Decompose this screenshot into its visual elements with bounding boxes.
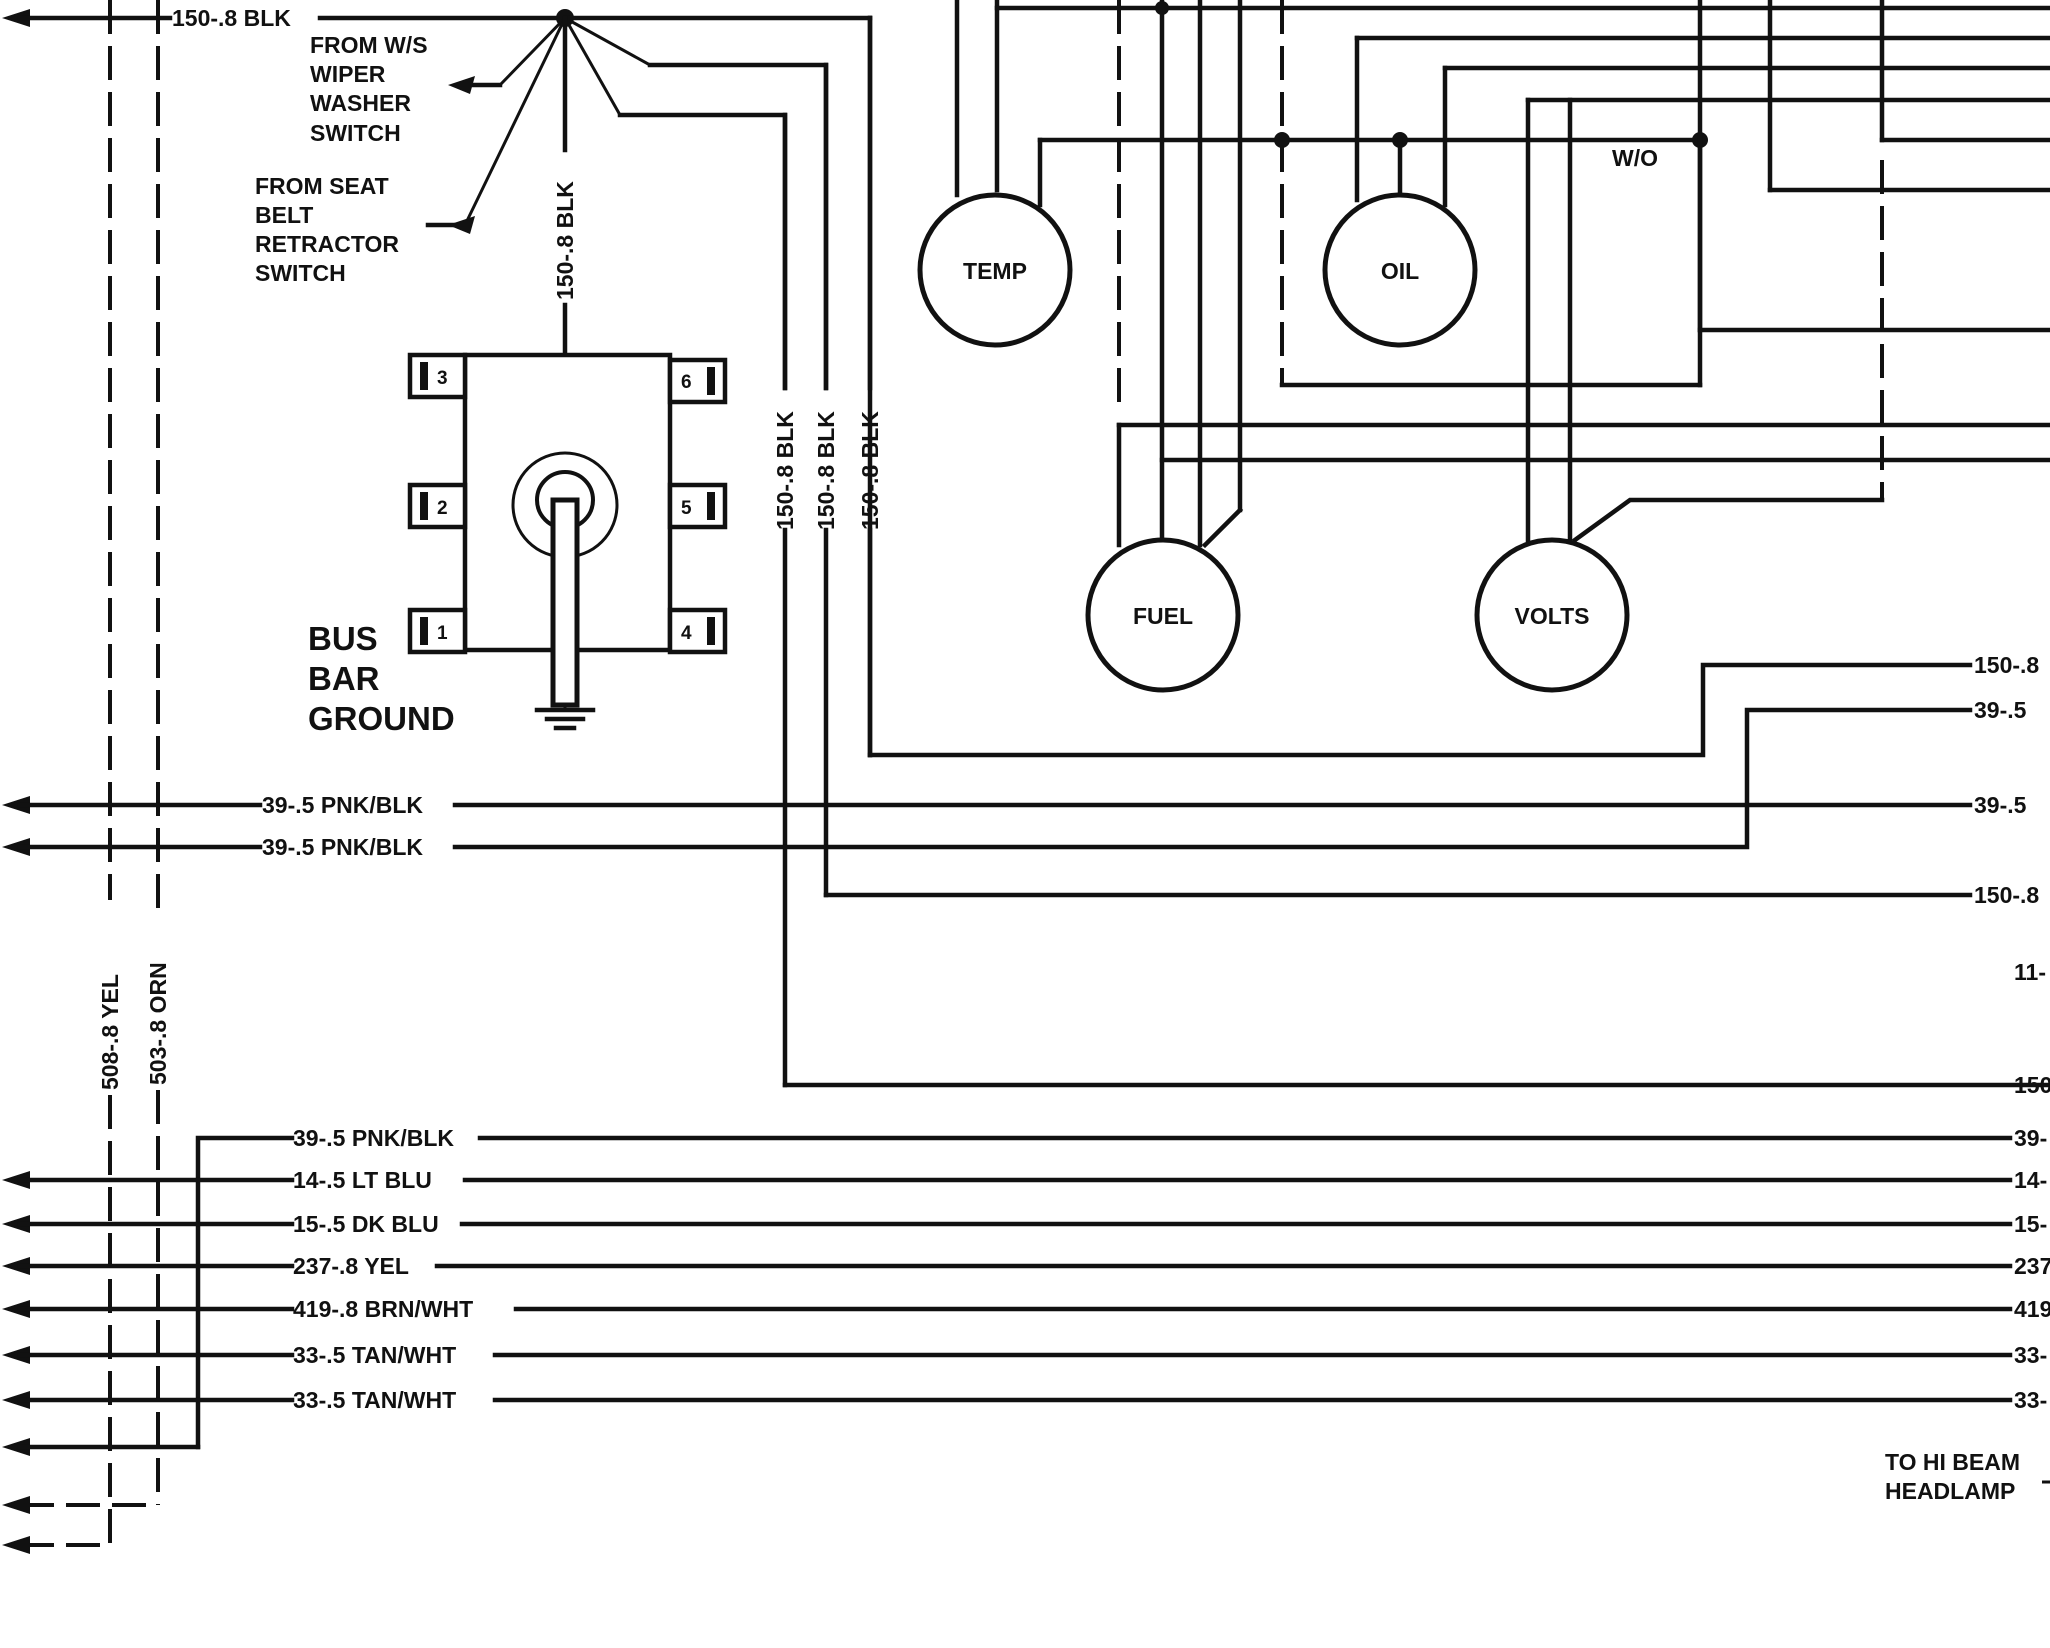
arrow-left-icon xyxy=(2,1496,30,1514)
arrow-left-icon xyxy=(2,1536,30,1554)
arrow-left-icon xyxy=(2,1391,30,1409)
arrow-left-icon xyxy=(2,1257,30,1275)
vertical-blk-label: 150-.8 BLK xyxy=(552,181,578,300)
pin-6: 6 xyxy=(681,372,692,393)
svg-text:SWITCH: SWITCH xyxy=(255,260,346,286)
arrow-left-icon xyxy=(2,9,30,27)
wire-pnk2-label: 39-.5 PNK/BLK xyxy=(262,834,423,860)
top-blk-label: 150-.8 BLK xyxy=(172,5,291,31)
stub-r12: 33- xyxy=(2014,1342,2047,1368)
yel-label: 508-.8 YEL xyxy=(97,974,123,1090)
wire-yel237-label: 237-.8 YEL xyxy=(293,1253,409,1279)
wo-label: W/O xyxy=(1612,145,1658,171)
hi-beam-label: TO HI BEAM HEADLAMP xyxy=(1885,1449,2050,1504)
svg-text:BELT: BELT xyxy=(255,202,313,228)
stub-r5: 11- xyxy=(2014,959,2046,985)
pin-3: 3 xyxy=(437,368,448,389)
stub-r8: 14- xyxy=(2014,1167,2047,1193)
svg-text:BAR: BAR xyxy=(308,660,380,697)
svg-text:WIPER: WIPER xyxy=(310,61,386,87)
wire-tan1-label: 33-.5 TAN/WHT xyxy=(293,1342,456,1368)
left-wires: 39-.5 PNK/BLK 39-.5 PNK/BLK 39-.5 PNK/BL… xyxy=(2,707,2013,1456)
stub-r4: 150-.8 xyxy=(1974,882,2039,908)
arrow-left-icon xyxy=(2,1300,30,1318)
gauge-wiring: W/O xyxy=(954,0,2050,549)
fuel-gauge: FUEL xyxy=(1085,537,1241,693)
pin-5: 5 xyxy=(681,498,692,519)
stub-r6: 150 xyxy=(2014,1072,2050,1098)
volts-label: VOLTS xyxy=(1515,603,1590,629)
vert-a-label: 150-.8 BLK xyxy=(772,411,798,530)
pin-2: 2 xyxy=(437,498,448,519)
wire-dkblu-label: 15-.5 DK BLU xyxy=(293,1211,439,1237)
yel-orn-wires: 508-.8 YEL 503-.8 ORN xyxy=(2,0,171,1554)
svg-text:SWITCH: SWITCH xyxy=(310,120,401,146)
bus-bar-label: BUS BAR GROUND xyxy=(308,620,455,737)
svg-text:TO HI BEAM: TO HI BEAM xyxy=(1885,1449,2020,1475)
orn-label: 503-.8 ORN xyxy=(145,962,171,1085)
oil-gauge: OIL xyxy=(1322,192,1478,348)
arrow-left-icon xyxy=(2,1346,30,1364)
arrow-left-icon xyxy=(2,1438,30,1456)
right-stub-labels: 150-.8 39-.5 39-.5 150-.8 11- 150 39- 14… xyxy=(1974,652,2050,1413)
wire-pnk3-label: 39-.5 PNK/BLK xyxy=(293,1125,454,1151)
pin-4: 4 xyxy=(681,623,692,644)
svg-text:GROUND: GROUND xyxy=(308,700,455,737)
stub-r1: 150-.8 xyxy=(1974,652,2039,678)
vert-c-label: 150-.8 BLK xyxy=(857,411,883,530)
wire-brn-label: 419-.8 BRN/WHT xyxy=(293,1296,473,1322)
wire-tan2-label: 33-.5 TAN/WHT xyxy=(293,1387,456,1413)
svg-text:HEADLAMP: HEADLAMP xyxy=(1885,1478,2015,1504)
stub-r3: 39-.5 xyxy=(1974,792,2027,818)
svg-text:WASHER: WASHER xyxy=(310,90,411,116)
svg-text:FROM SEAT: FROM SEAT xyxy=(255,173,389,199)
temp-gauge: TEMP xyxy=(917,192,1073,348)
stub-r10: 237 xyxy=(2014,1253,2050,1279)
pin-1: 1 xyxy=(437,623,448,644)
vertical-blk-group: 150-.8 BLK 150-.8 BLK 150-.8 BLK xyxy=(772,15,2050,1088)
svg-text:BUS: BUS xyxy=(308,620,378,657)
svg-text:RETRACTOR: RETRACTOR xyxy=(255,231,399,257)
arrow-left-icon xyxy=(2,796,30,814)
volts-gauge: VOLTS xyxy=(1474,537,1630,693)
vert-b-label: 150-.8 BLK xyxy=(813,411,839,530)
stub-r13: 33- xyxy=(2014,1387,2047,1413)
arrow-left-icon xyxy=(2,838,30,856)
stub-r9: 15- xyxy=(2014,1211,2047,1237)
seat-belt-label: FROM SEAT BELT RETRACTOR SWITCH xyxy=(255,173,399,286)
wire-ltblu-label: 14-.5 LT BLU xyxy=(293,1167,432,1193)
arrow-left-icon xyxy=(2,1171,30,1189)
ws-wiper-label: FROM W/S WIPER WASHER SWITCH xyxy=(310,32,428,146)
stub-r11: 419 xyxy=(2014,1296,2050,1322)
stub-r2: 39-.5 xyxy=(1974,697,2027,723)
ground-icon xyxy=(534,705,596,731)
bus-bar-connector: 3 6 2 5 1 4 xyxy=(407,352,728,731)
oil-label: OIL xyxy=(1381,258,1419,284)
temp-label: TEMP xyxy=(963,258,1027,284)
stub-r7: 39- xyxy=(2014,1125,2047,1151)
wire-pnk1-label: 39-.5 PNK/BLK xyxy=(262,792,423,818)
top-blk-wire: 150-.8 BLK xyxy=(2,5,568,31)
svg-text:FROM W/S: FROM W/S xyxy=(310,32,428,58)
arrow-left-icon xyxy=(2,1215,30,1233)
fuel-label: FUEL xyxy=(1133,603,1193,629)
